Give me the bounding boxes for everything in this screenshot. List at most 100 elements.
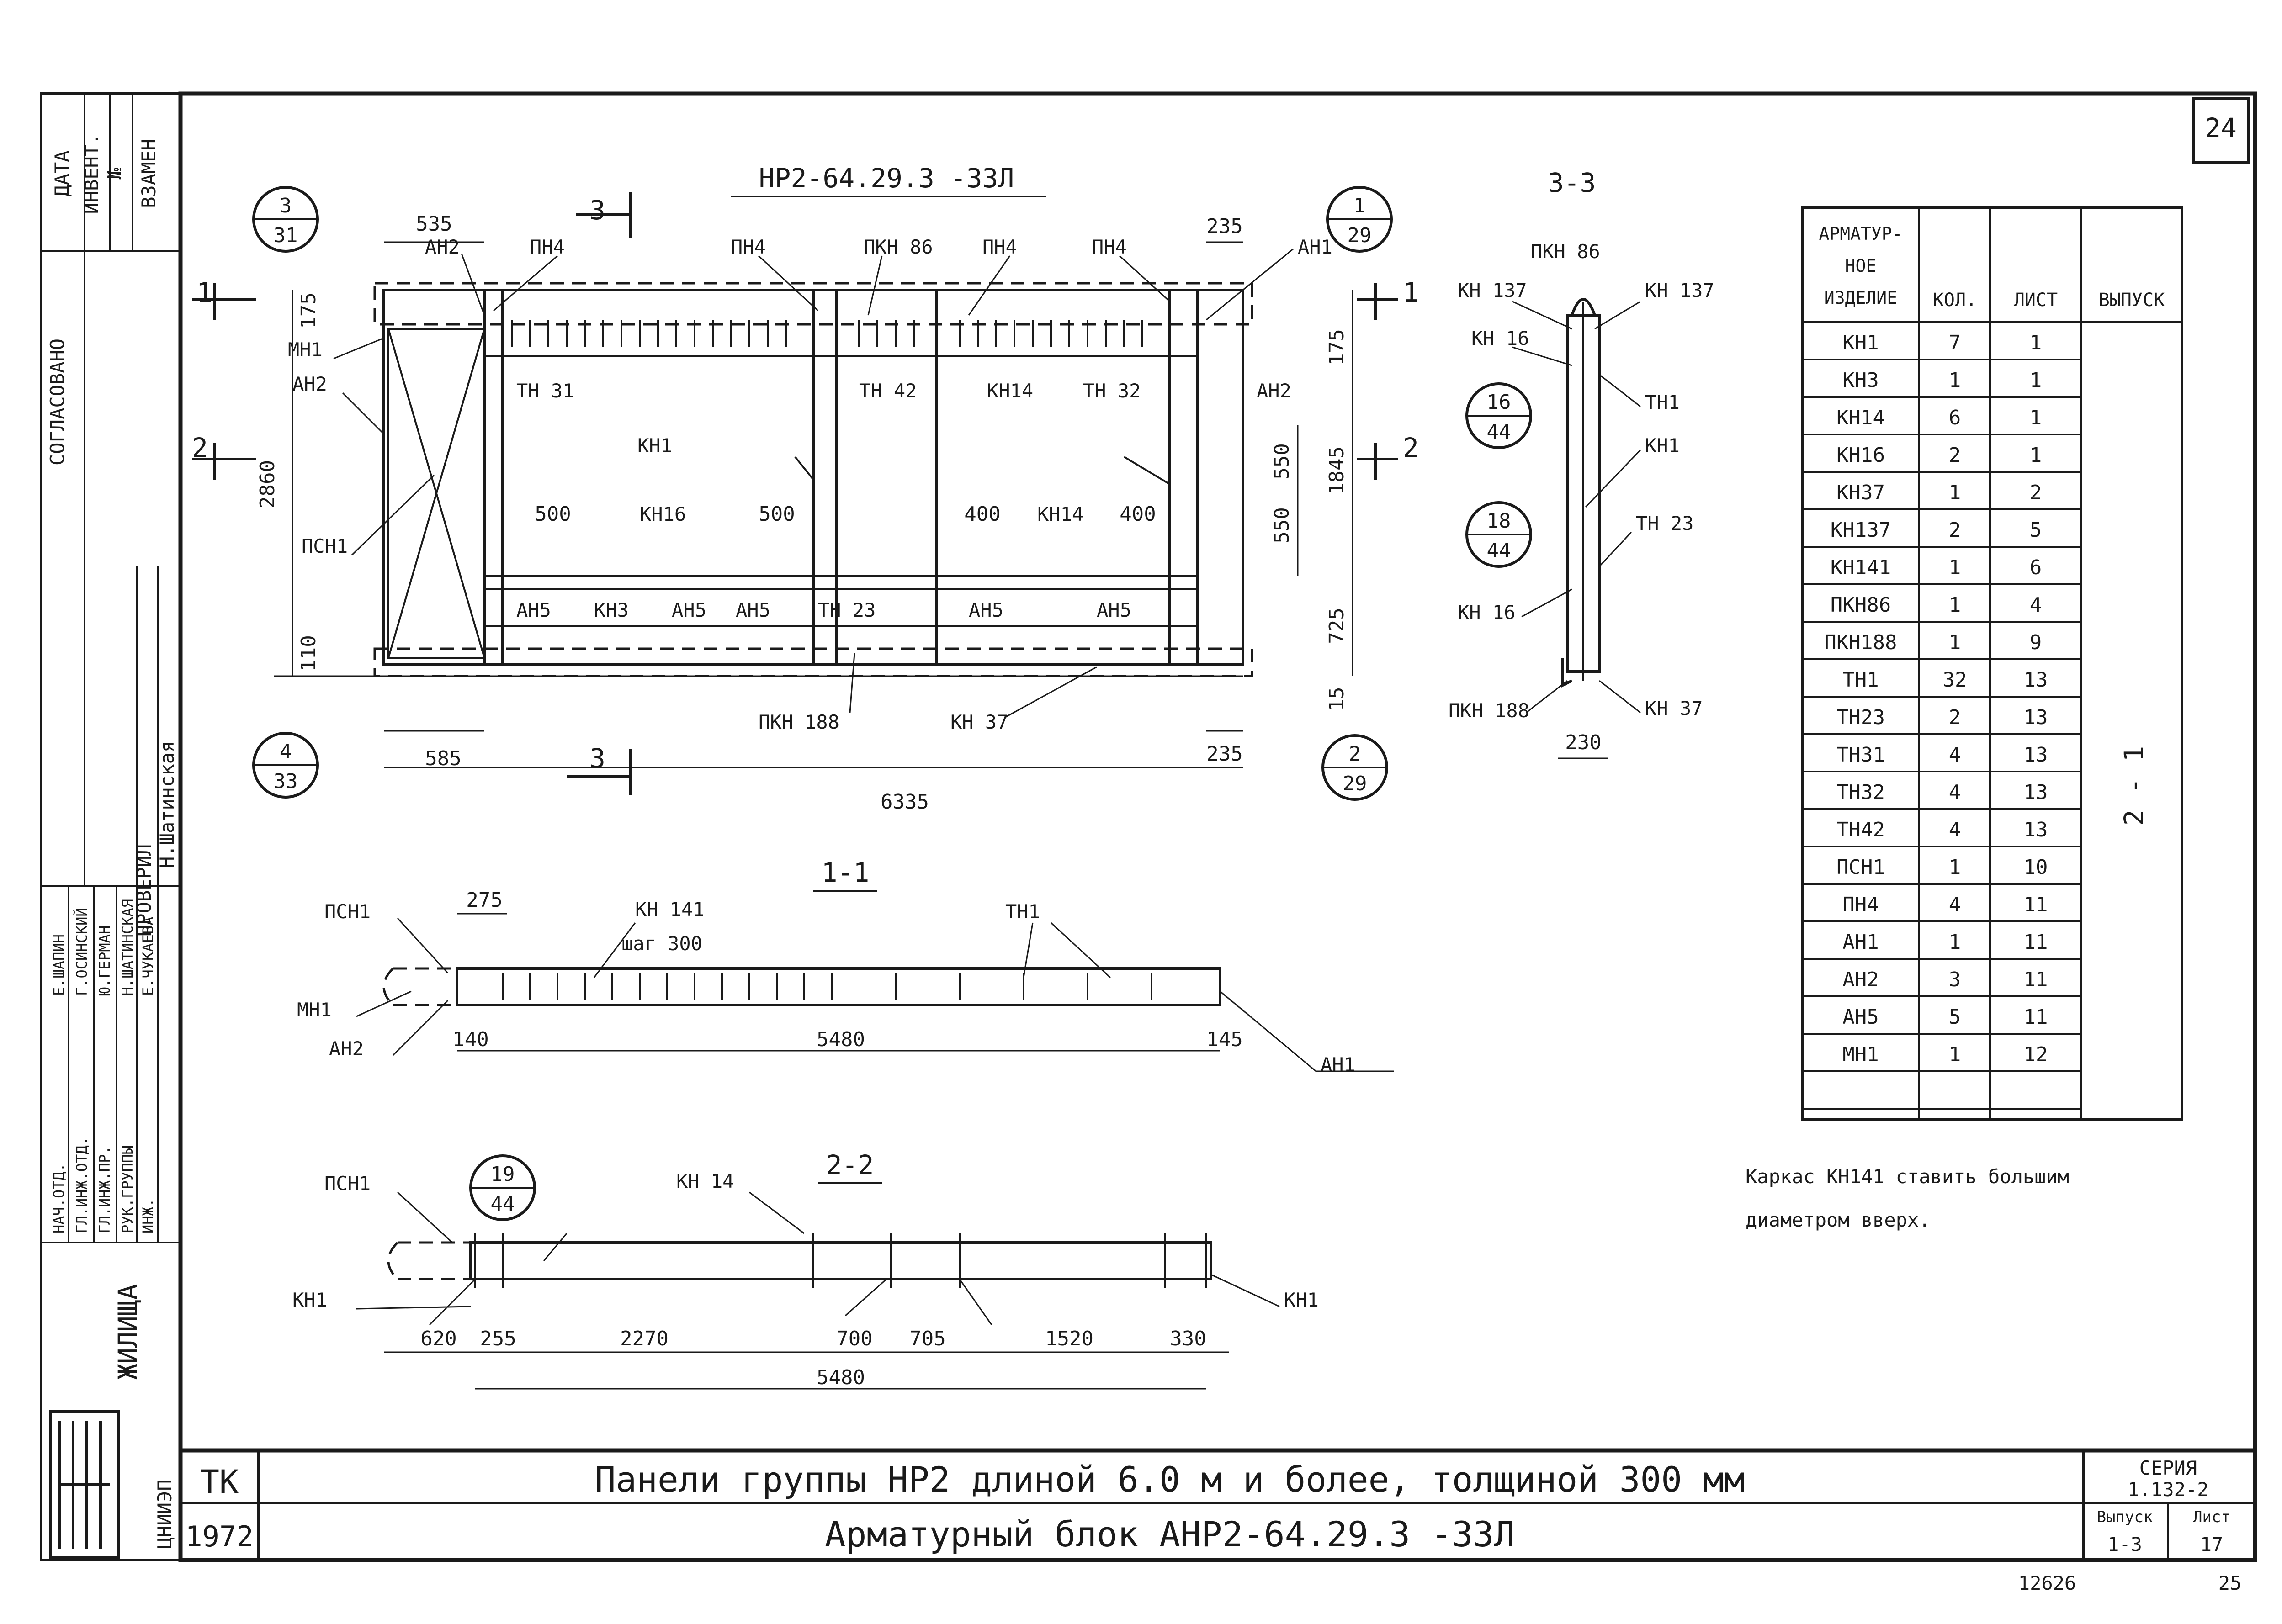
table-cell-sheet: 11 (2024, 893, 2048, 916)
dim-main-235-top: 235 (1206, 215, 1242, 238)
dim-s22-255: 255 (480, 1327, 516, 1350)
s33-kn16-b: КН 16 (1458, 601, 1515, 624)
label-psn1: ПСН1 (302, 535, 348, 557)
svg-text:31: 31 (274, 224, 298, 247)
table-cell-qty: 1 (1949, 931, 1961, 954)
label-pn4-d: ПН4 (1092, 236, 1127, 258)
year-label: 1972 (185, 1520, 253, 1553)
ref-circle-3-31: 3 31 (252, 186, 319, 253)
s33-kn137-b: КН 137 (1645, 279, 1714, 302)
archive-number: 12626 (2018, 1572, 2076, 1594)
dim-s11-140: 140 (452, 1028, 488, 1051)
table-cell-item: ПКН188 (1825, 631, 1897, 654)
dim-s11-275: 275 (466, 889, 502, 912)
table-cell-item: ПН4 (1842, 893, 1879, 916)
label-pkn86: ПКН 86 (864, 236, 933, 258)
label-an5-b: АН5 (672, 599, 706, 621)
dim-s33-230: 230 (1565, 731, 1601, 754)
s11-mn1: МН1 (297, 999, 332, 1021)
table-cell-sheet: 12 (2024, 1043, 2048, 1066)
ref-circle-2-29: 2 29 (1321, 734, 1388, 801)
table-cell-qty: 6 (1949, 406, 1961, 429)
cut-1-right: 1 (1403, 277, 1419, 308)
label-an5-c: АН5 (736, 599, 770, 621)
dim-main-400-a: 400 (964, 503, 1000, 526)
issue-value: 1-3 (2107, 1533, 2142, 1555)
table-cell-item: ПКН86 (1831, 593, 1891, 617)
table-cell-sheet: 1 (2030, 444, 2042, 467)
label-pkn188: ПКН 188 (759, 711, 839, 733)
sheet-number-box (2192, 97, 2250, 164)
s11-psn1: ПСН1 (324, 900, 371, 923)
s11-step: шаг 300 (621, 932, 702, 955)
table-cell-sheet: 2 (2030, 481, 2042, 504)
table-cell-sheet: 1 (2030, 406, 2042, 429)
section-1-1-title: 1-1 (822, 857, 870, 888)
label-an2-top: АН2 (425, 236, 460, 258)
dim-main-15: 15 (1325, 687, 1348, 711)
label-tn31: ТН 31 (516, 380, 574, 402)
table-cell-item: КН16 (1836, 444, 1885, 467)
s22-kn1-left: КН1 (292, 1289, 327, 1311)
dim-main-175-right: 175 (1325, 329, 1348, 365)
table-cell-sheet: 4 (2030, 593, 2042, 617)
table-cell-qty: 7 (1949, 331, 1961, 354)
label-kn14: КН14 (1037, 503, 1083, 525)
s33-kn37: КН 37 (1645, 697, 1703, 719)
table-cell-qty: 32 (1943, 668, 1967, 692)
s22-kn14: КН 14 (676, 1170, 734, 1192)
label-mn1: МН1 (288, 339, 323, 361)
spec-table: АРМАТУР- НОЕ ИЗДЕЛИЕ КОЛ. ЛИСТ ВЫПУСК 2 … (1801, 206, 2183, 1121)
main-view-title: НР2-64.29.3 -33Л (759, 163, 1014, 194)
table-cell-qty: 4 (1949, 818, 1961, 841)
title-block: ТК 1972 Панели группы НР2 длиной 6.0 м и… (180, 1448, 2255, 1594)
strip-date: ДАТА (51, 150, 73, 196)
dim-s22-700: 700 (836, 1327, 872, 1350)
table-cell-qty: 1 (1949, 556, 1961, 579)
section-3-3: 3-3 230 ПКН 86 КН 137 КН 137 КН 16 ТН1 К… (1449, 167, 1714, 759)
ref-circle-1-29: 1 29 (1326, 186, 1393, 253)
table-cell-sheet: 10 (2024, 856, 2048, 879)
table-cell-sheet: 9 (2030, 631, 2042, 654)
list-label: Лист (2193, 1508, 2230, 1526)
table-cell-item: ТН31 (1836, 743, 1885, 767)
dim-main-500-b: 500 (759, 503, 795, 526)
dim-main-535: 535 (416, 212, 452, 236)
strip-role-2: ГЛ.ИНЖ.ОТД. (73, 1137, 90, 1233)
section-2-2: 2-2 620 255 2270 700 705 1520 330 5480 П… (292, 1149, 1319, 1390)
dim-s22-705: 705 (909, 1327, 945, 1350)
dim-s11-5480: 5480 (817, 1028, 865, 1051)
label-pn4-b: ПН4 (731, 236, 766, 258)
label-tn42: ТН 42 (859, 380, 917, 402)
strip-replace: ВЗАМЕН (138, 139, 160, 208)
table-cell-item: КН141 (1831, 556, 1891, 579)
table-cell-sheet: 11 (2024, 931, 2048, 954)
table-cell-qty: 1 (1949, 631, 1961, 654)
strip-zhilishcha: ЖИЛИЩА (112, 1284, 143, 1380)
series-value: 1.132-2 (2128, 1478, 2208, 1501)
col-head-item-3: ИЗДЕЛИЕ (1824, 288, 1897, 308)
strip-inv: ИНВЕНТ. (80, 133, 103, 214)
table-cell-sheet: 13 (2024, 668, 2048, 692)
section-1-1: 1-1 275 140 5480 145 ПСН1 КН 141 шаг 300… (297, 857, 1394, 1076)
label-an5-e: АН5 (1097, 599, 1131, 621)
table-cell-sheet: 13 (2024, 818, 2048, 841)
col-head-sheet: ЛИСТ (2014, 290, 2058, 311)
label-kn1: КН1 (637, 434, 672, 457)
table-cell-item: КН137 (1831, 518, 1891, 542)
label-tn32: ТН 32 (1083, 380, 1141, 402)
dim-s22-5480: 5480 (817, 1366, 865, 1389)
note-line-2: диаметром вверх. (1746, 1209, 1931, 1231)
cut-2-left: 2 (192, 432, 208, 463)
strip-checked: ПРОВЕРИЛ (133, 844, 155, 936)
table-cell-qty: 2 (1949, 518, 1961, 542)
strip-role-5: ИНЖ. (139, 1198, 157, 1233)
table-cell-sheet: 1 (2030, 331, 2042, 354)
dim-s11-145: 145 (1206, 1028, 1242, 1051)
svg-text:44: 44 (1487, 420, 1511, 444)
table-cell-sheet: 1 (2030, 369, 2042, 392)
svg-text:29: 29 (1343, 772, 1367, 795)
strip-name-3: Ю.ГЕРМАН (96, 926, 113, 996)
ref-circle-4-33: 4 33 (252, 732, 319, 799)
s33-kn137-a: КН 137 (1458, 279, 1527, 302)
